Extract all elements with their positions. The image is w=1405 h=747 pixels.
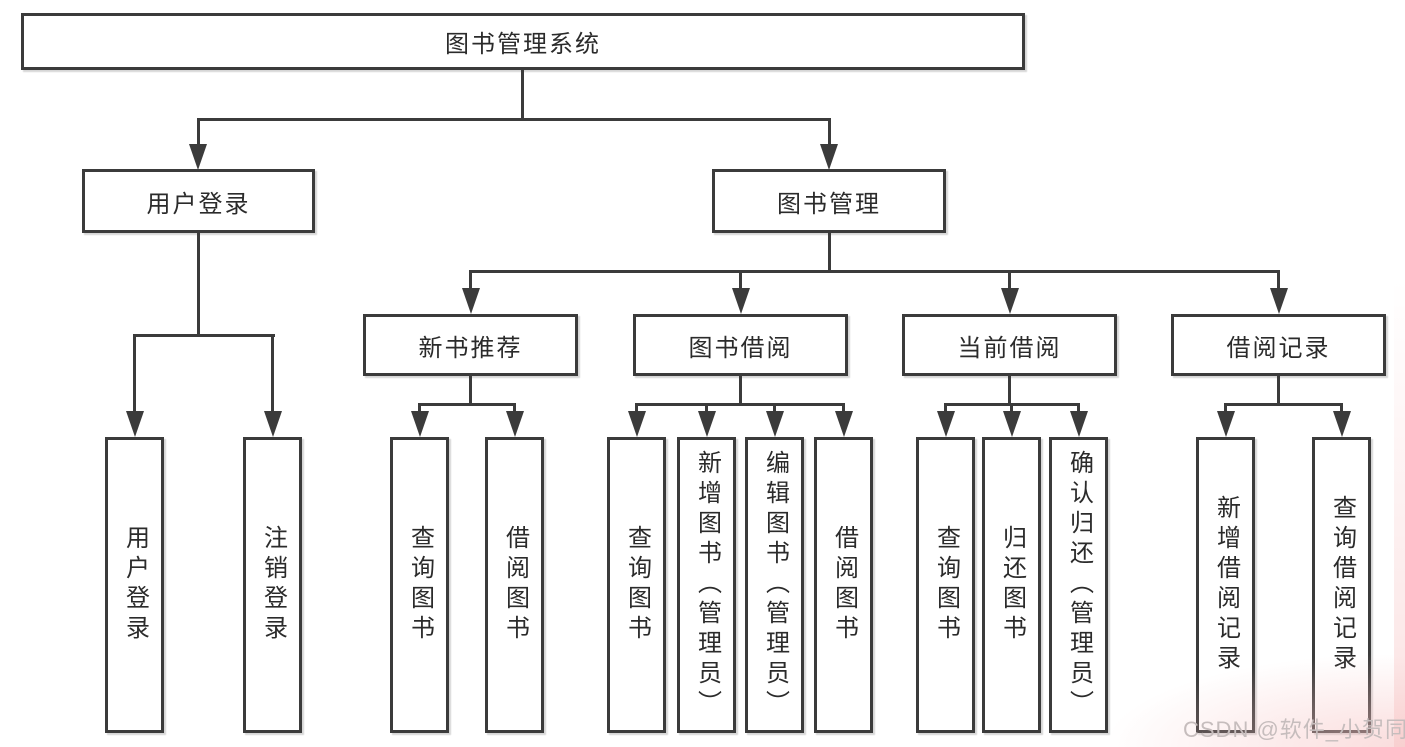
node-current-borrow-label: 当前借阅 [957, 334, 1062, 362]
leaf-borrow-books-1: 借阅图书 [485, 437, 544, 733]
connector-vline [705, 403, 708, 413]
leaf-query-books-1: 查询图书 [390, 437, 449, 733]
node-current-borrow: 当前借阅 [902, 314, 1117, 376]
arrowhead-icon [1003, 411, 1021, 437]
connector-hline [1224, 403, 1343, 406]
connector-vline [1277, 376, 1280, 405]
connector-vline [944, 403, 947, 413]
leaf-return-books-label: 归还图书 [998, 525, 1026, 645]
leaf-confirm-return-admin: 确认归还（管理员） [1049, 437, 1108, 733]
arrowhead-icon [766, 411, 784, 437]
arrowhead-icon [411, 411, 429, 437]
connector-vline [1008, 376, 1011, 405]
node-borrow-records-label: 借阅记录 [1226, 334, 1331, 362]
connector-vline [842, 403, 845, 413]
connector-vline [773, 403, 776, 413]
connector-hline [469, 270, 1280, 273]
connector-hline [133, 334, 275, 337]
connector-vline [1077, 403, 1080, 413]
leaf-query-borrow-record-label: 查询借阅记录 [1328, 495, 1356, 675]
leaf-borrow-books-2-label: 借阅图书 [830, 525, 858, 645]
arrowhead-icon [732, 288, 750, 314]
leaf-return-books: 归还图书 [982, 437, 1041, 733]
node-book-borrow-label: 图书借阅 [688, 334, 793, 362]
leaf-edit-book-admin-label: 编辑图书（管理员） [761, 450, 789, 720]
node-book-borrow: 图书借阅 [633, 314, 848, 376]
leaf-query-books-2-label: 查询图书 [623, 525, 651, 645]
leaf-query-borrow-record: 查询借阅记录 [1312, 437, 1371, 733]
leaf-query-books-2: 查询图书 [607, 437, 666, 733]
connector-vline [521, 70, 524, 120]
leaf-confirm-return-admin-label: 确认归还（管理员） [1065, 450, 1093, 720]
connector-vline [739, 376, 742, 405]
connector-hline [635, 403, 845, 406]
connector-hline [418, 403, 515, 406]
arrowhead-icon [937, 411, 955, 437]
leaf-borrow-books-1-label: 借阅图书 [501, 525, 529, 645]
edge-pink-tint [1394, 280, 1405, 747]
connector-vline [271, 334, 274, 413]
connector-vline [1010, 403, 1013, 413]
leaf-add-book-admin-label: 新增图书（管理员） [693, 450, 721, 720]
node-user-login-label: 用户登录 [146, 190, 251, 218]
node-user-login: 用户登录 [82, 169, 315, 233]
leaf-logout-label: 注销登录 [259, 525, 287, 645]
arrowhead-icon [189, 144, 207, 170]
leaf-add-borrow-record: 新增借阅记录 [1196, 437, 1255, 733]
connector-vline [133, 334, 136, 413]
leaf-query-books-3: 查询图书 [916, 437, 975, 733]
connector-vline [635, 403, 638, 413]
arrowhead-icon [264, 411, 282, 437]
leaf-logout: 注销登录 [243, 437, 302, 733]
leaf-edit-book-admin: 编辑图书（管理员） [745, 437, 804, 733]
connector-hline [197, 118, 831, 121]
leaf-user-login-label: 用户登录 [121, 525, 149, 645]
leaf-query-books-1-label: 查询图书 [406, 525, 434, 645]
node-book-management: 图书管理 [712, 169, 946, 233]
arrowhead-icon [506, 411, 524, 437]
leaf-borrow-books-2: 借阅图书 [814, 437, 873, 733]
leaf-add-borrow-record-label: 新增借阅记录 [1212, 495, 1240, 675]
arrowhead-icon [126, 411, 144, 437]
arrowhead-icon [1070, 411, 1088, 437]
arrowhead-icon [1001, 288, 1019, 314]
connector-vline [197, 233, 200, 336]
connector-vline [469, 270, 472, 289]
arrowhead-icon [1217, 411, 1235, 437]
arrowhead-icon [1333, 411, 1351, 437]
node-new-book-recommend: 新书推荐 [363, 314, 578, 376]
leaf-query-books-3-label: 查询图书 [932, 525, 960, 645]
node-root: 图书管理系统 [21, 13, 1025, 70]
arrowhead-icon [820, 144, 838, 170]
csdn-watermark: CSDN @软件_小贺同学 [1183, 717, 1405, 742]
connector-vline [1340, 403, 1343, 413]
node-book-management-label: 图书管理 [777, 190, 881, 218]
connector-vline [828, 118, 831, 146]
connector-vline [828, 233, 831, 272]
node-borrow-records: 借阅记录 [1171, 314, 1386, 376]
arrowhead-icon [835, 411, 853, 437]
connector-vline [469, 376, 472, 405]
connector-vline [739, 270, 742, 289]
arrowhead-icon [698, 411, 716, 437]
arrowhead-icon [1270, 288, 1288, 314]
connector-vline [1277, 270, 1280, 289]
node-root-label: 图书管理系统 [445, 31, 601, 58]
connector-vline [513, 403, 516, 413]
connector-vline [1224, 403, 1227, 413]
connector-vline [1008, 270, 1011, 289]
leaf-add-book-admin: 新增图书（管理员） [677, 437, 736, 733]
connector-vline [197, 118, 200, 146]
arrowhead-icon [462, 288, 480, 314]
connector-vline [418, 403, 421, 413]
arrowhead-icon [628, 411, 646, 437]
leaf-user-login: 用户登录 [105, 437, 164, 733]
node-new-book-recommend-label: 新书推荐 [418, 334, 523, 362]
